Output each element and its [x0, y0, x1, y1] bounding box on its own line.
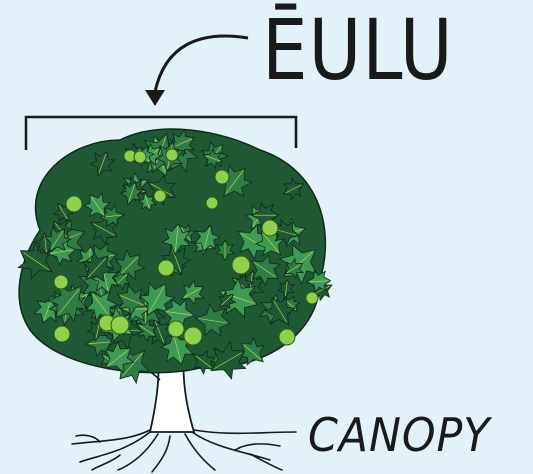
roots-icon — [72, 430, 296, 472]
breadfruit-icon — [215, 170, 229, 184]
canopy-label: CANOPY — [308, 412, 490, 458]
breadfruit-icon — [54, 275, 68, 289]
page-title: ĒULU — [262, 8, 453, 92]
breadfruit-icon — [262, 220, 278, 236]
breadfruit-icon — [184, 327, 202, 345]
breadfruit-icon — [54, 326, 70, 342]
breadfruit-icon — [166, 149, 178, 161]
breadfruit-icon — [206, 197, 218, 209]
curved-arrow-icon — [145, 36, 248, 106]
breadfruit-icon — [279, 329, 295, 345]
breadfruit-icon — [306, 292, 318, 304]
breadfruit-icon — [158, 260, 174, 276]
breadfruit-icon — [168, 321, 184, 337]
breadfruit-icon — [111, 316, 129, 334]
breadfruit-tree-icon — [11, 127, 336, 390]
breadfruit-icon — [232, 256, 250, 274]
breadfruit-icon — [66, 196, 82, 212]
breadfruit-icon — [154, 190, 166, 202]
breadfruit-icon — [134, 151, 146, 163]
